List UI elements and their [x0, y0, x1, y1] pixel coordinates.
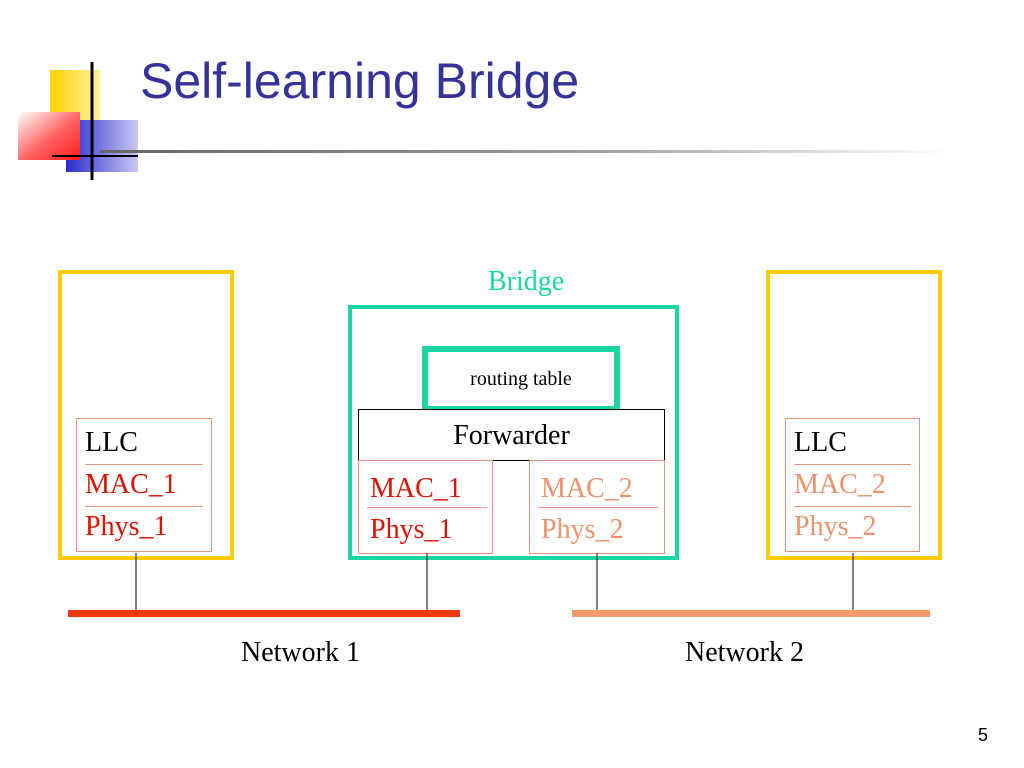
- host-right-mac: MAC_2: [794, 469, 886, 500]
- routing-table-box: routing table: [422, 346, 620, 412]
- bridge-port1-phys: Phys_1: [370, 514, 453, 545]
- bridge-label: Bridge: [488, 266, 565, 297]
- slide-logo: [18, 62, 138, 180]
- bridge-port2-phys: Phys_2: [541, 514, 624, 545]
- host-left-mac: MAC_1: [85, 469, 177, 500]
- divider: [85, 464, 203, 465]
- bridge-box: [348, 305, 679, 560]
- bridge-port1-mac: MAC_1: [370, 473, 462, 504]
- host-right-box: [766, 270, 942, 560]
- network1-bus: [68, 610, 460, 617]
- routing-table-label: routing table: [470, 368, 572, 390]
- host-left-llc: LLC: [85, 427, 138, 458]
- divider: [538, 507, 658, 508]
- page-title: Self-learning Bridge: [140, 53, 580, 109]
- title-underline: [100, 150, 950, 153]
- bridge-port1-stack: MAC_1 Phys_1: [358, 460, 493, 554]
- host-right-llc: LLC: [794, 427, 847, 458]
- forwarder-box: Forwarder: [358, 409, 665, 461]
- network1-label: Network 1: [241, 637, 360, 668]
- host-right-phys: Phys_2: [794, 511, 877, 542]
- divider: [794, 464, 911, 465]
- bridge-port2-stack: MAC_2 Phys_2: [529, 460, 665, 554]
- host-right-stack: LLC MAC_2 Phys_2: [785, 418, 920, 552]
- host-left-phys: Phys_1: [85, 511, 168, 542]
- host-left-box: [58, 270, 234, 560]
- divider: [367, 507, 487, 508]
- bridge-port2-mac: MAC_2: [541, 473, 633, 504]
- slide-number: 5: [978, 725, 989, 745]
- divider: [794, 506, 911, 507]
- divider: [85, 506, 203, 507]
- host-left-stack: LLC MAC_1 Phys_1: [76, 418, 212, 552]
- network2-bus: [572, 610, 930, 617]
- forwarder-label: Forwarder: [453, 420, 570, 451]
- network2-label: Network 2: [685, 637, 804, 668]
